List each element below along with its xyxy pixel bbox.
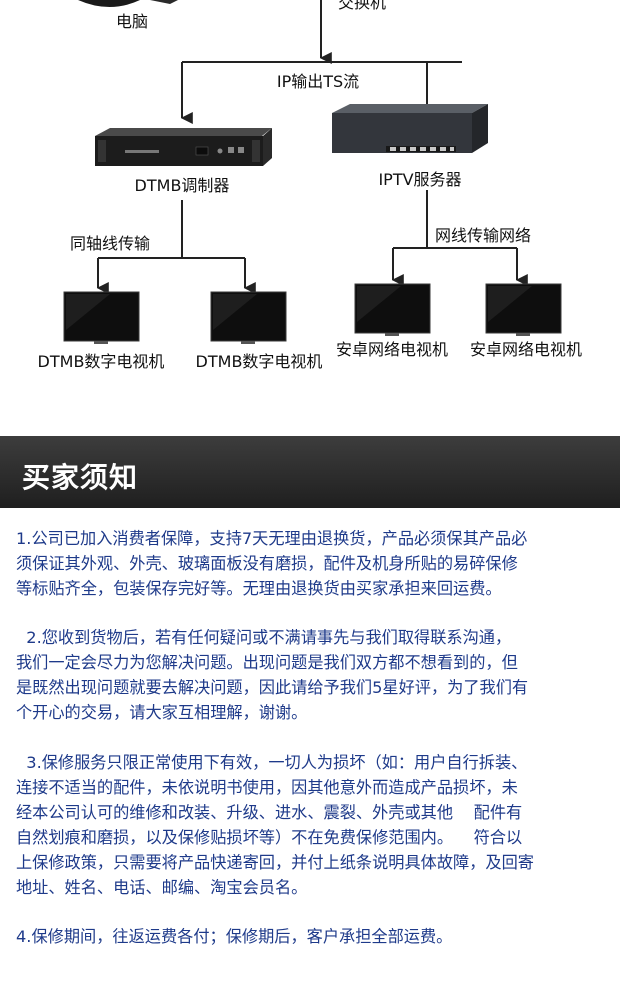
- iptv-server-label: IPTV服务器: [378, 170, 462, 189]
- tv-label-android-2: 安卓网络电视机: [469, 340, 583, 359]
- notice-paragraph-4: 4.保修期间，往返运费各付；保修期后，客户承担全部运费。: [16, 927, 453, 946]
- tv-icon: [354, 283, 431, 336]
- notice-title: 买家须知: [22, 461, 139, 494]
- tv-icon: [63, 291, 140, 344]
- modulator-label: DTMB调制器: [134, 176, 230, 195]
- notice-header-band: [0, 436, 620, 508]
- notice-paragraph-3: 3.保修服务只限正常使用下有效，一切人为损坏（如：用户自行拆装、 连接不适当的配…: [16, 753, 534, 897]
- tv-icon: [210, 291, 287, 344]
- tv-label-android-1: 安卓网络电视机: [335, 340, 449, 359]
- iptv-server-device: [332, 104, 488, 153]
- tv-label-dtmb-1: DTMB数字电视机: [37, 352, 165, 371]
- notice-paragraph-2: 2.您收到货物后，若有任何疑问或不满请事先与我们取得联系沟通， 我们一定会尽力为…: [16, 628, 529, 722]
- notice-paragraph-1: 1.公司已加入消费者保障，支持7天无理由退换货，产品必须保其产品必 须保证其外观…: [16, 529, 528, 598]
- computer-label: 电脑: [115, 12, 149, 31]
- connector-lines: [96, 0, 528, 294]
- switch-label: 交换机: [338, 0, 387, 12]
- tv-label-dtmb-2: DTMB数字电视机: [195, 352, 323, 371]
- dtmb-modulator-device: [95, 128, 272, 166]
- tv-icon: [485, 283, 562, 336]
- network-diagram: [63, 0, 562, 344]
- network-transmission-label: 网线传输网络: [435, 226, 532, 245]
- coax-transmission-label: 同轴线传输: [70, 234, 151, 253]
- computer-icon: [78, 0, 178, 7]
- ip-output-label: IP输出TS流: [276, 72, 360, 91]
